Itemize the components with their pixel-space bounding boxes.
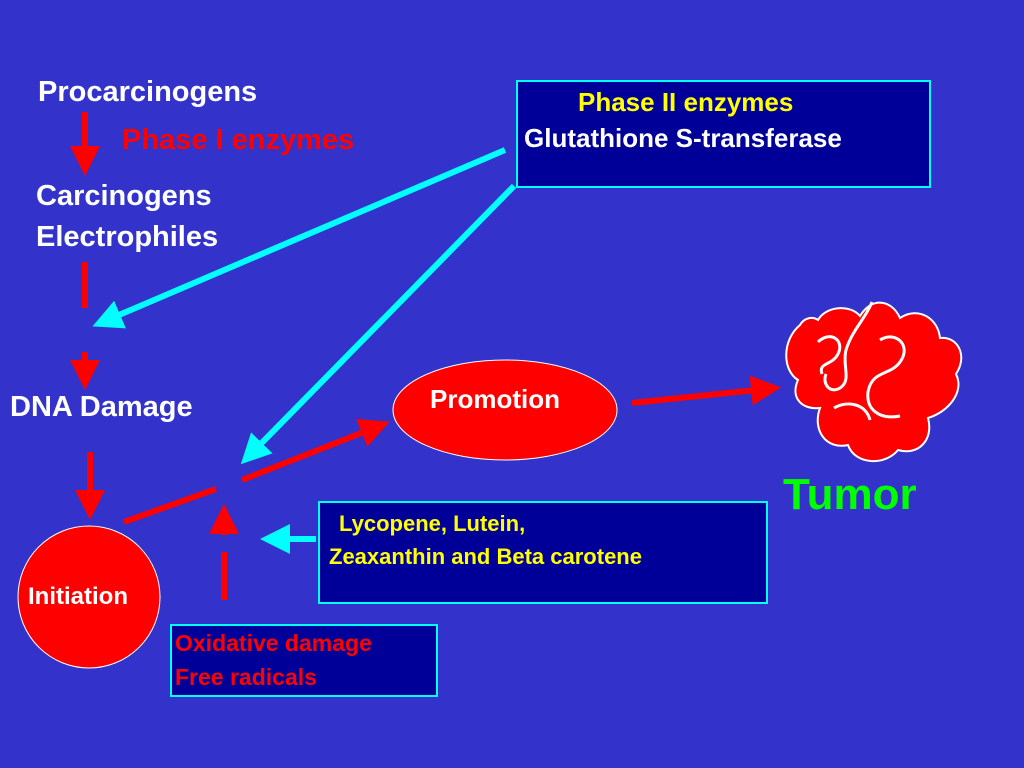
dna-damage-label: DNA Damage	[10, 391, 193, 423]
oxidative-line-2: Free radicals	[175, 664, 317, 690]
carcinogens-label: Carcinogens	[36, 180, 212, 212]
cyan-arrow-to-initiation-path	[240, 183, 517, 465]
carotenoid-line-2: Zeaxanthin and Beta carotene	[329, 544, 642, 569]
cyan-arrow-to-electrophiles	[92, 147, 507, 329]
red-dash-initiation	[122, 486, 218, 525]
procarcinogens-label: Procarcinogens	[38, 76, 258, 108]
carotenoid-box: Lycopene, Lutein, Zeaxanthin and Beta ca…	[318, 501, 768, 604]
electrophiles-label: Electrophiles	[36, 221, 219, 253]
phase2-title: Phase II enzymes	[578, 87, 794, 117]
carotenoid-line-1: Lycopene, Lutein,	[339, 511, 526, 536]
tumor-shape	[785, 301, 963, 463]
oxidative-damage-box: Oxidative damage Free radicals	[170, 624, 438, 697]
tumor-label: Tumor	[783, 470, 917, 519]
initiation-circle	[17, 525, 161, 669]
phase2-enzyme-name: Glutathione S-transferase	[524, 123, 842, 153]
arrow-to-promotion	[240, 418, 390, 483]
phase2-enzymes-box: Phase II enzymes Glutathione S-transfera…	[516, 80, 931, 188]
promotion-label: Promotion	[430, 384, 560, 414]
arrow-promotion-to-tumor	[631, 375, 781, 406]
initiation-label: Initiation	[28, 583, 128, 610]
promotion-ellipse	[392, 359, 618, 461]
oxidative-line-1: Oxidative damage	[175, 630, 372, 656]
phase1-enzymes-label: Phase I enzymes	[122, 124, 355, 156]
